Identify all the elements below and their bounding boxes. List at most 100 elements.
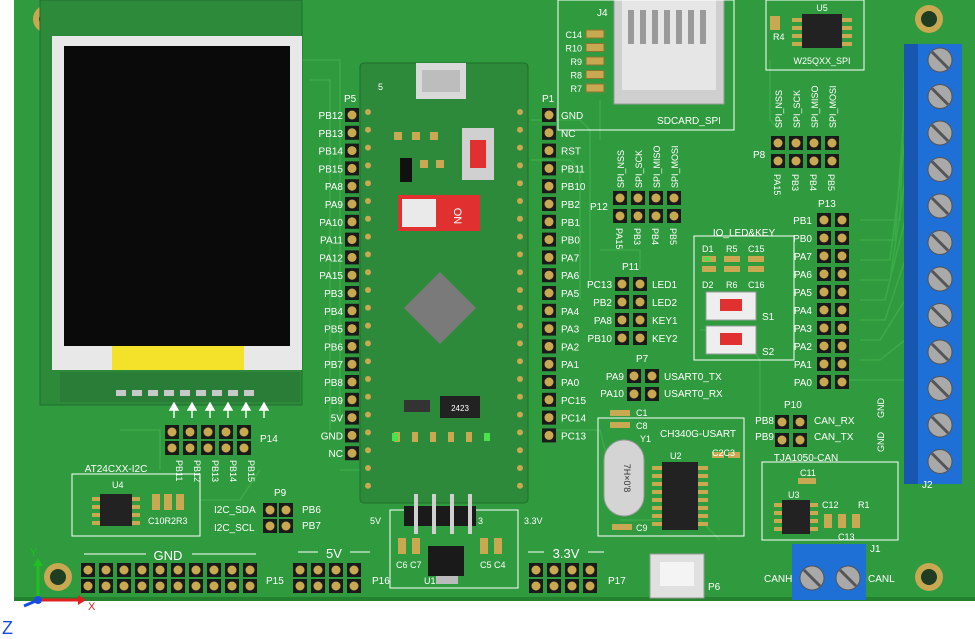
p13-pin[interactable] bbox=[817, 231, 831, 245]
p5-pin[interactable] bbox=[345, 339, 359, 354]
p1-pin[interactable] bbox=[542, 410, 556, 425]
p5-pin[interactable] bbox=[345, 143, 359, 158]
p8-pin[interactable] bbox=[825, 136, 839, 150]
p12-pin[interactable] bbox=[649, 191, 663, 205]
terminal-screw[interactable] bbox=[927, 266, 953, 292]
p12-pin[interactable] bbox=[667, 209, 681, 223]
p13-pin[interactable] bbox=[817, 285, 831, 299]
p11-pin[interactable] bbox=[615, 277, 629, 291]
p13-pin[interactable] bbox=[817, 357, 831, 371]
p1-pin[interactable] bbox=[542, 321, 556, 336]
p16-pin[interactable] bbox=[293, 579, 307, 593]
p1-pin[interactable] bbox=[542, 428, 556, 443]
p13-pin[interactable] bbox=[817, 339, 831, 353]
p15-pin[interactable] bbox=[117, 579, 131, 593]
p10-pin[interactable] bbox=[793, 415, 807, 429]
p15-pin[interactable] bbox=[135, 563, 149, 577]
p9-pin[interactable] bbox=[263, 519, 277, 533]
p7-pin[interactable] bbox=[645, 369, 659, 383]
p13-pin[interactable] bbox=[835, 321, 849, 335]
terminal-screw[interactable] bbox=[927, 376, 953, 401]
p9-pin[interactable] bbox=[279, 503, 293, 517]
terminal-screw[interactable] bbox=[927, 84, 953, 109]
p12-pin[interactable] bbox=[631, 209, 645, 223]
p15-pin[interactable] bbox=[171, 579, 185, 593]
p13-pin[interactable] bbox=[835, 231, 849, 245]
p8-pin[interactable] bbox=[807, 136, 821, 150]
p16-pin[interactable] bbox=[347, 579, 361, 593]
p16-pin[interactable] bbox=[347, 563, 361, 577]
p1-pin[interactable] bbox=[542, 339, 556, 354]
p14-pin[interactable] bbox=[237, 425, 251, 439]
p15-pin[interactable] bbox=[81, 579, 95, 593]
p11-pin[interactable] bbox=[633, 277, 647, 291]
terminal-screw[interactable] bbox=[927, 157, 953, 182]
p17-pin[interactable] bbox=[547, 579, 561, 593]
p16-pin[interactable] bbox=[329, 579, 343, 593]
p13-pin[interactable] bbox=[835, 267, 849, 281]
p12-pin[interactable] bbox=[667, 191, 681, 205]
p15-pin[interactable] bbox=[207, 579, 221, 593]
p14-pin[interactable] bbox=[165, 441, 179, 455]
p1-pin[interactable] bbox=[542, 214, 556, 229]
p15-pin[interactable] bbox=[189, 563, 203, 577]
terminal-screw[interactable] bbox=[927, 193, 953, 219]
p15-pin[interactable] bbox=[153, 563, 167, 577]
p15-pin[interactable] bbox=[207, 563, 221, 577]
p5-pin[interactable] bbox=[345, 161, 359, 176]
p17-pin[interactable] bbox=[583, 579, 597, 593]
p8-pin[interactable] bbox=[789, 136, 803, 150]
p16-pin[interactable] bbox=[293, 563, 307, 577]
p17-pin[interactable] bbox=[583, 563, 597, 577]
button-s2[interactable] bbox=[705, 325, 757, 355]
p1-pin[interactable] bbox=[542, 125, 556, 140]
p5-pin[interactable] bbox=[345, 179, 359, 194]
terminal-screw[interactable] bbox=[927, 230, 953, 255]
p8-pin[interactable] bbox=[825, 154, 839, 168]
p11-pin[interactable] bbox=[633, 331, 647, 345]
p13-pin[interactable] bbox=[835, 285, 849, 299]
p5-pin[interactable] bbox=[345, 392, 359, 407]
p5-pin[interactable] bbox=[345, 286, 359, 300]
p15-pin[interactable] bbox=[225, 563, 239, 577]
p8-pin[interactable] bbox=[789, 154, 803, 168]
p13-pin[interactable] bbox=[817, 303, 831, 317]
p13-pin[interactable] bbox=[817, 267, 831, 281]
p17-pin[interactable] bbox=[565, 579, 579, 593]
p11-pin[interactable] bbox=[615, 331, 629, 345]
p13-pin[interactable] bbox=[817, 213, 831, 227]
p7-pin[interactable] bbox=[645, 387, 659, 401]
terminal-screw[interactable] bbox=[927, 449, 953, 474]
p1-pin[interactable] bbox=[542, 392, 556, 407]
p17-pin[interactable] bbox=[529, 563, 543, 577]
p1-pin[interactable] bbox=[542, 108, 556, 122]
terminal-screw[interactable] bbox=[927, 47, 953, 73]
p15-pin[interactable] bbox=[189, 579, 203, 593]
p9-pin[interactable] bbox=[263, 503, 277, 517]
p11-pin[interactable] bbox=[633, 295, 647, 309]
p12-pin[interactable] bbox=[613, 191, 627, 205]
p15-pin[interactable] bbox=[225, 579, 239, 593]
p8-pin[interactable] bbox=[807, 154, 821, 168]
p15-pin[interactable] bbox=[81, 563, 95, 577]
p13-pin[interactable] bbox=[835, 339, 849, 353]
p14-pin[interactable] bbox=[183, 425, 197, 439]
terminal-screw[interactable] bbox=[927, 412, 953, 438]
p5-pin[interactable] bbox=[345, 214, 359, 229]
p17-pin[interactable] bbox=[565, 563, 579, 577]
p5-pin[interactable] bbox=[345, 108, 359, 122]
p13-pin[interactable] bbox=[835, 213, 849, 227]
p12-pin[interactable] bbox=[649, 209, 663, 223]
p11-pin[interactable] bbox=[615, 295, 629, 309]
p9-pin[interactable] bbox=[279, 519, 293, 533]
p14-pin[interactable] bbox=[201, 425, 215, 439]
p1-pin[interactable] bbox=[542, 197, 556, 211]
p5-pin[interactable] bbox=[345, 268, 359, 283]
p16-pin[interactable] bbox=[311, 579, 325, 593]
p15-pin[interactable] bbox=[117, 563, 131, 577]
p15-pin[interactable] bbox=[99, 563, 113, 577]
p17-pin[interactable] bbox=[547, 563, 561, 577]
p5-pin[interactable] bbox=[345, 321, 359, 336]
p14-pin[interactable] bbox=[165, 425, 179, 439]
p15-pin[interactable] bbox=[243, 579, 257, 593]
